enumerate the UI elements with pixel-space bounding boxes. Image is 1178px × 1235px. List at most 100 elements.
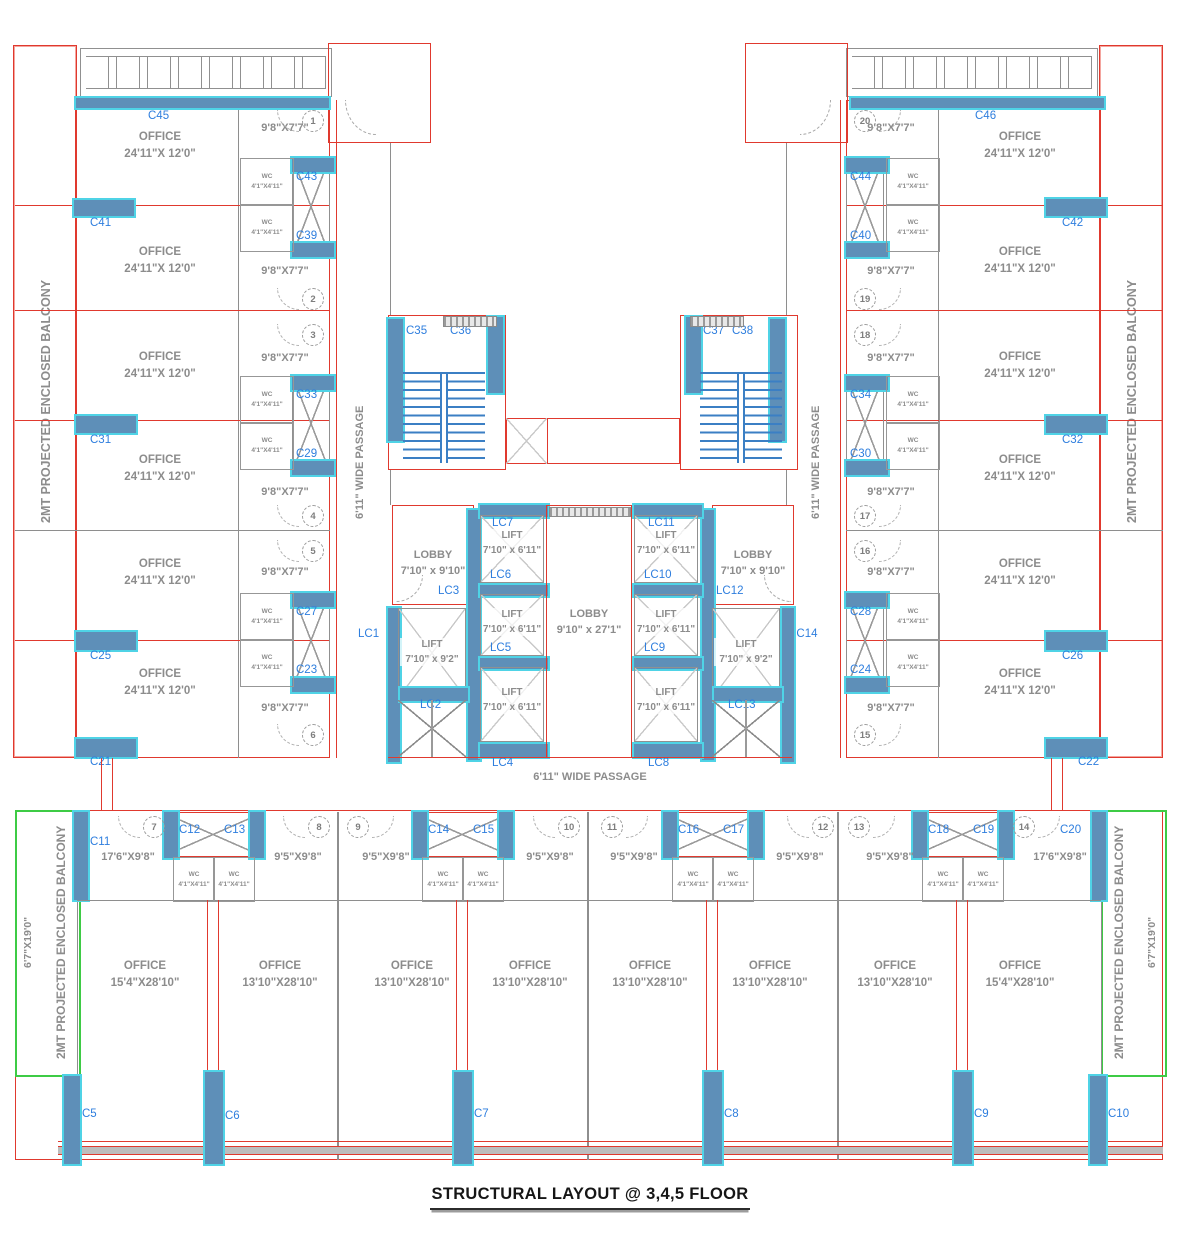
left-shaft-1 — [292, 158, 330, 255]
column-c28-bar — [844, 591, 890, 609]
column-c16-label: C16 — [678, 824, 700, 836]
column-c38-label: C38 — [732, 325, 754, 337]
column-lc3-label: LC3 — [438, 585, 460, 597]
room-dim-left-4: 9'8"X7'7" — [261, 486, 309, 498]
column-c37-label: C37 — [703, 325, 725, 337]
wc-name: WC — [727, 870, 739, 878]
strip-dim-3: 9'5"X9'8" — [362, 851, 410, 863]
wc-name: WC — [907, 608, 919, 616]
wc-dim: 4'1"X4'11" — [897, 618, 929, 625]
stair-right-hatch — [690, 316, 744, 327]
left-shaft-3 — [292, 593, 330, 688]
column-c8-bar — [702, 1070, 724, 1166]
column-c45-beam — [74, 96, 331, 110]
wc-dim: 4'1"X4'11" — [897, 664, 929, 671]
column-c31-label: C31 — [90, 434, 112, 446]
bottom-balcony-right-label: 2MT PROJECTED ENCLOSED BALCONY — [1112, 825, 1126, 1060]
office-name: OFFICE — [998, 959, 1042, 972]
column-lc4-label: LC4 — [492, 757, 514, 769]
wc-right-3a: WC 4'1"X4'11" — [886, 593, 940, 641]
column-lc12-label: LC12 — [716, 585, 744, 597]
column-lc4-bar — [478, 742, 550, 759]
column-c19-bar — [997, 810, 1015, 860]
column-c5-label: C5 — [82, 1108, 97, 1120]
column-c9-bar — [952, 1070, 974, 1166]
left-row-line-4 — [15, 530, 330, 531]
wc-bottom-3b: WC 4'1"X4'11" — [712, 857, 754, 902]
bottom-balcony-left: 6'7"X19'0" 2MT PROJECTED ENCLOSED BALCON… — [15, 810, 81, 1077]
wc-dim: 4'1"X4'11" — [427, 880, 459, 888]
column-lc9-label: LC9 — [644, 642, 666, 654]
wc-name: WC — [907, 391, 919, 399]
lift-dim: 7'10" x 6'11" — [636, 545, 696, 556]
wc-dim: 4'1"X4'11" — [178, 880, 210, 888]
wc-name: WC — [907, 173, 919, 181]
grid-bubble-5: 5 — [277, 540, 324, 562]
column-c25-label: C25 — [90, 650, 112, 662]
column-c14-label: C14 — [428, 824, 450, 836]
column-c42-label: C42 — [1062, 217, 1084, 229]
column-c36-label: C36 — [450, 325, 472, 337]
right-row-line-5 — [846, 640, 1163, 641]
column-c36-bar — [486, 315, 505, 395]
bottom-balcony-left-label: 2MT PROJECTED ENCLOSED BALCONY — [54, 825, 68, 1060]
grid-bubble-15: 15 — [854, 724, 876, 746]
column-lc10-label: LC10 — [644, 569, 672, 581]
office-dim: 24'11"X 12'0" — [124, 368, 196, 380]
wc-dim: 4'1"X4'11" — [251, 447, 283, 454]
column-c20-label: C20 — [1060, 824, 1082, 836]
connector-left — [101, 758, 113, 811]
left-rooms-wall — [238, 100, 239, 758]
left-passage-label: 6'11" WIDE PASSAGE — [354, 405, 366, 520]
office-name: OFFICE — [998, 245, 1042, 258]
wc-dim: 4'1"X4'11" — [717, 880, 749, 888]
column-c29-label: C29 — [296, 448, 318, 460]
office-name: OFFICE — [998, 667, 1042, 680]
office-name: OFFICE — [998, 130, 1042, 143]
column-lc8-label: LC8 — [648, 757, 670, 769]
column-c24-label: C24 — [850, 664, 872, 676]
column-c23-label: C23 — [296, 664, 318, 676]
room-dim-left-2: 9'8"X7'7" — [261, 265, 309, 277]
wc-name: WC — [228, 870, 240, 878]
column-c30-bar — [844, 459, 890, 477]
column-c19-label: C19 — [973, 824, 995, 836]
column-c43-label: C43 — [296, 171, 318, 183]
strip-dim-7: 9'5"X9'8" — [866, 851, 914, 863]
column-c24-bar — [844, 676, 890, 694]
office-dim: 13'10"X28'10" — [732, 977, 808, 989]
left-row-line-3 — [15, 420, 330, 421]
office-name: OFFICE — [508, 959, 552, 972]
column-c39-bar — [290, 241, 336, 259]
office-name: OFFICE — [138, 557, 182, 570]
wc-name: WC — [907, 654, 919, 662]
right-row-line-3 — [846, 420, 1163, 421]
strip-dim-2: 9'5"X9'8" — [274, 851, 322, 863]
stair-left-hatch — [443, 316, 497, 327]
column-c45-label: C45 — [148, 110, 170, 122]
office-name: OFFICE — [628, 959, 672, 972]
office-name: OFFICE — [998, 557, 1042, 570]
wc-dim: 4'1"X4'11" — [251, 229, 283, 236]
wc-name: WC — [261, 219, 273, 227]
lobby-name: LOBBY — [569, 607, 609, 620]
room-dim-left-3: 9'8"X7'7" — [261, 352, 309, 364]
wc-name: WC — [477, 870, 489, 878]
column-c46-beam — [849, 96, 1106, 110]
column-c14-bar — [411, 810, 429, 860]
lift-dim: 7'10" x 9'2" — [405, 654, 459, 665]
column-c11-label: C11 — [90, 836, 111, 848]
column-c30-label: C30 — [850, 448, 872, 460]
column-c26-label: C26 — [1062, 650, 1084, 662]
